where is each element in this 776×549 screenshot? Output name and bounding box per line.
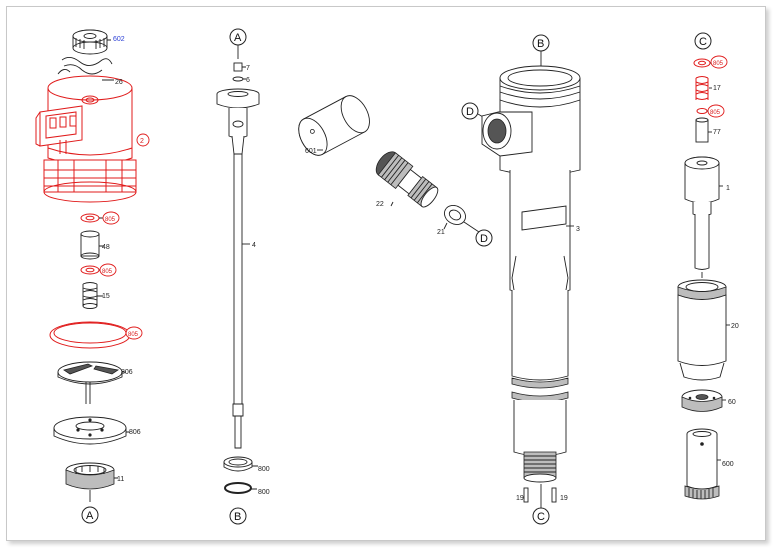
label-1: 1	[726, 185, 730, 192]
ref-c-top: C	[699, 36, 707, 48]
part-2-solenoid-housing	[35, 75, 137, 203]
column-1-assembly: 602 26 2 805 48 805 15 805 806 806 11 A	[35, 29, 150, 524]
label-7: 7	[246, 65, 250, 72]
label-800-upper: 800	[258, 466, 270, 473]
part-800-ring-upper	[223, 456, 253, 472]
ref-marker-d-upper	[461, 102, 479, 120]
part-600-nozzle	[684, 428, 720, 500]
part-601-cap	[298, 95, 370, 156]
ref-marker-b-bottom	[229, 507, 247, 525]
part-19-pin-left	[523, 487, 529, 503]
label-805-mid: 805	[102, 269, 113, 275]
part-3-injector-body	[481, 65, 581, 483]
column-2-valve-rod: A 7 6 4 800 80	[216, 28, 270, 525]
ref-d-upper: D	[466, 106, 474, 118]
label-19-left: 19	[516, 495, 524, 502]
label-601: 601	[305, 148, 317, 155]
label-805-small: 805	[710, 110, 721, 116]
label-26: 26	[115, 79, 123, 86]
part-805-seal-upper	[80, 213, 100, 223]
ref-c-bottom: C	[537, 511, 545, 523]
ref-b-bottom: B	[234, 511, 241, 523]
label-15: 15	[102, 293, 110, 300]
part-60-spacer	[681, 389, 723, 412]
label-6: 6	[246, 77, 250, 84]
ref-a-top: A	[234, 32, 242, 44]
part-48-sleeve	[80, 230, 100, 260]
ref-marker-d-lower	[475, 229, 493, 247]
label-805-top: 805	[713, 61, 724, 67]
ref-marker-a-bottom	[81, 506, 99, 524]
part-805-ring-large	[49, 321, 131, 349]
ref-a-bottom: A	[86, 510, 94, 522]
part-806-disc	[53, 416, 127, 445]
label-4: 4	[252, 242, 256, 249]
label-22: 22	[376, 201, 384, 208]
label-806-disc: 806	[129, 429, 141, 436]
part-805-seal-mid	[80, 265, 100, 275]
label-600: 600	[722, 461, 734, 468]
part-806-cross-plate	[57, 361, 123, 404]
label-805-upper: 805	[105, 217, 116, 223]
column-5-nozzle-group: C 805 17 805 77	[677, 32, 739, 500]
label-21: 21	[437, 229, 445, 236]
label-602: 602	[113, 36, 125, 43]
part-4-valve-rod	[216, 88, 260, 449]
label-48: 48	[102, 244, 110, 251]
part-7-pin	[233, 62, 243, 72]
part-800-ring-lower	[224, 482, 252, 494]
part-20-nozzle-nut	[677, 279, 727, 381]
part-26-wire	[61, 57, 113, 75]
part-602-cap	[72, 29, 108, 55]
part-17-spring	[695, 76, 709, 100]
part-22-adapter	[375, 151, 439, 208]
label-20: 20	[731, 323, 739, 330]
label-2: 2	[140, 138, 144, 145]
label-60: 60	[728, 399, 736, 406]
column-3-inlet-fitting: 601 22 21 D	[298, 95, 493, 247]
part-15-spring	[82, 282, 98, 309]
part-805-seal-top	[693, 58, 711, 68]
label-19-right: 19	[560, 495, 568, 502]
ref-marker-c-top	[694, 32, 712, 50]
ref-d-lower: D	[480, 233, 488, 245]
label-17: 17	[713, 85, 721, 92]
label-3: 3	[576, 226, 580, 233]
part-805-seal-small	[696, 108, 708, 114]
label-800-lower: 800	[258, 489, 270, 496]
part-11-nut	[65, 462, 115, 490]
column-4-injector-body: B D 3	[461, 34, 581, 525]
part-21-washer	[444, 205, 466, 225]
diagram-frame	[6, 6, 766, 541]
part-1-valve-piece	[684, 156, 720, 278]
part-19-pin-right	[551, 487, 557, 503]
part-6-washer	[232, 76, 244, 82]
label-77: 77	[713, 129, 721, 136]
label-805-large: 805	[128, 332, 139, 338]
part-77-pin	[695, 117, 709, 143]
label-806-plate: 806	[121, 369, 133, 376]
label-11: 11	[117, 476, 124, 483]
ref-b-top: B	[537, 38, 544, 50]
